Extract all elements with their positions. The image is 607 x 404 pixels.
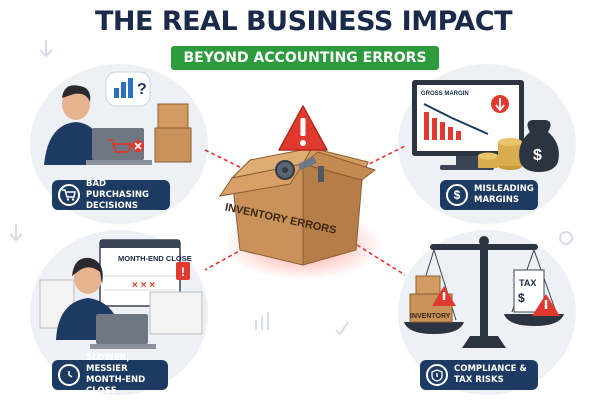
down-arrow-icon bbox=[9, 224, 23, 242]
dollar-icon bbox=[559, 231, 573, 245]
down-arrow-icon bbox=[39, 40, 53, 58]
warning-icon bbox=[278, 105, 328, 151]
gross-margin-monitor: GROSS MARGIN $ bbox=[412, 80, 559, 172]
page-title: THE REAL BUSINESS IMPACT bbox=[94, 6, 513, 37]
impact-bad-purchasing: BAD PURCHASING DECISIONS bbox=[52, 178, 170, 211]
shopping-cart-icon bbox=[58, 184, 80, 206]
impact-label-text: BAD PURCHASING DECISIONS bbox=[86, 178, 149, 211]
connector-top-left bbox=[204, 149, 251, 173]
impact-label-text: COMPLIANCE & TAX RISKS bbox=[454, 364, 527, 385]
gross-margin-title: GROSS MARGIN bbox=[421, 91, 469, 97]
bar-chart-icon bbox=[255, 312, 269, 330]
impact-label-text: SLOWER, MESSIER MONTH-END CLOSE bbox=[86, 353, 146, 396]
worried-person-illustration: ? bbox=[44, 71, 192, 165]
svg-text:?: ? bbox=[137, 81, 147, 98]
svg-text:× × ×: × × × bbox=[132, 280, 155, 291]
warning-icon bbox=[532, 294, 560, 316]
svg-text:$: $ bbox=[533, 147, 542, 164]
impact-compliance-tax: COMPLIANCE & TAX RISKS bbox=[420, 360, 538, 390]
impact-label-text: MISLEADING MARGINS bbox=[474, 184, 534, 205]
svg-text:$: $ bbox=[518, 291, 525, 305]
svg-text:!: ! bbox=[181, 265, 185, 279]
scale-right-label: TAX bbox=[519, 278, 536, 288]
money-bag-icon: $ bbox=[519, 120, 559, 172]
tax-document-icon bbox=[513, 269, 545, 313]
scale-left-label: INVENTORY bbox=[410, 313, 451, 320]
impact-misleading-margins: $ MISLEADING MARGINS bbox=[440, 180, 538, 210]
impact-month-end-close: SLOWER, MESSIER MONTH-END CLOSE bbox=[52, 353, 168, 396]
inventory-box-icon bbox=[218, 147, 377, 266]
shield-icon bbox=[426, 364, 448, 386]
coin-stack-icon bbox=[478, 138, 522, 170]
warning-icon bbox=[432, 286, 456, 306]
calendar-title: MONTH-END CLOSE bbox=[118, 254, 192, 263]
month-end-close-illustration: MONTH-END CLOSE × × × ! bbox=[39, 239, 203, 349]
clock-icon bbox=[58, 364, 80, 386]
decorative-background-icons bbox=[9, 40, 573, 336]
compliance-scale-illustration: INVENTORY TAX $ bbox=[404, 236, 564, 348]
shopping-cart-icon bbox=[108, 139, 133, 153]
checkmark-icon bbox=[335, 321, 349, 336]
page-subtitle: BEYOND ACCOUNTING ERRORS bbox=[171, 46, 439, 70]
dollar-icon: $ bbox=[446, 184, 468, 206]
